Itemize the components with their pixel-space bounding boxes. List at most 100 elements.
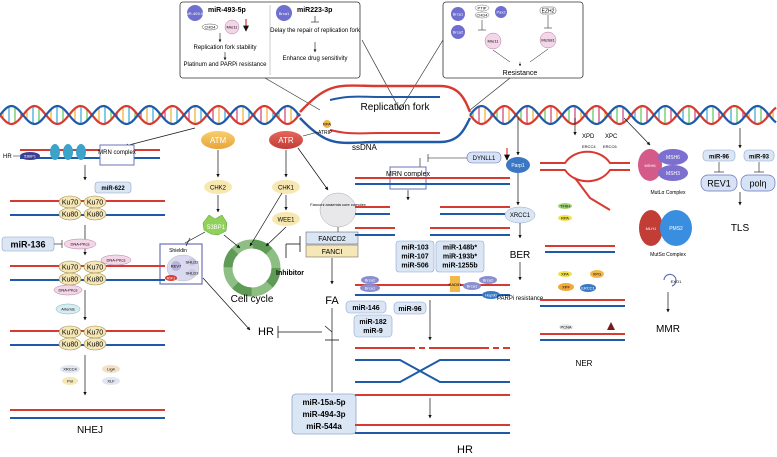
hr-middle-label: HR [258,326,274,338]
atrip-label: ATRIP [318,130,333,136]
ku-label: Ku70 [62,330,78,337]
tls-title: TLS [731,223,750,234]
ner-title: NER [576,359,593,368]
muts-complex-label: MutSα Complex [650,252,686,258]
lesion-marker-icon [607,322,615,330]
parpi-resistance-label: PARPi resistance [497,296,544,302]
dna-strand-red [0,104,301,126]
tls-column: miR-96 miR-93 REV1 polη TLS [700,128,776,234]
ku-ring [58,337,82,351]
xpd-label: XPD [582,134,595,140]
delay-repair-text: Delay the repair of replication fork [270,28,361,34]
ku-label: Ku80 [62,212,78,219]
tls-mir-93-label: miR-93 [749,155,770,161]
replication-fork-dna [0,84,777,145]
dynll1-label: DYNLL1 [473,156,496,162]
ku-label: Ku70 [87,330,103,337]
ku-label: Ku70 [62,200,78,207]
xpf-label: XPF [562,285,570,290]
msh6-label: MSH6 [666,155,680,161]
rpa-label: RPA [323,122,331,127]
fanconi-core-complex [319,192,357,228]
mir-1255b: miR-1255b [442,263,477,270]
53bp1-label: 53BP1 [207,225,226,231]
mus81-label: MUS81 [541,38,555,43]
chd4-label: CHD4 [205,25,217,30]
ner-bubble-bottom [540,169,630,183]
mir-107: miR-107 [401,254,428,261]
xrcc1-label: XRCC1 [510,213,531,219]
chk1-label: CHK1 [278,186,295,192]
dnapkcs-label-2: DNA-PKcs [106,258,125,263]
top-left-box: miR-493-5p miR-493-5p CHD4 Mre11 Replica… [179,1,361,79]
mre11-label: Mre11 [226,25,238,30]
mir-103: miR-103 [401,245,428,252]
ku-ring [58,207,82,221]
hr-mrn-label: MRN complex [386,171,430,178]
chd4-oval [201,23,219,31]
nhej-mrn-label: MRN complex [98,150,136,156]
nhej-title: NHEJ [77,425,103,436]
chk2-node [204,180,232,194]
mir-622-box [94,181,132,194]
brca1-hr-label: Brca1 [365,286,376,291]
ku-label: Ku80 [62,342,78,349]
ku-label: Ku70 [87,265,103,272]
ber-title: BER [510,250,531,261]
ptip-label: PTIP [478,6,487,11]
rev7-label: REV7 [171,264,182,269]
53bp1-small-label: 53BP1 [24,154,37,159]
inhibitor-label: Inhibitor [276,270,304,277]
parp1-label: Parp1 [511,163,525,169]
ercc1-label: ERCC1 [581,286,595,291]
pcna-label: PCNA [560,325,571,330]
xpg-label: XPG [593,272,601,277]
ner-column: XPD XPC ERCC4 ERCC6 TFIIH RPA XPA XPG XP… [540,118,630,368]
artemis-label: Artemis [61,307,75,312]
lig4-label: Lig4 [107,367,115,372]
pol-eta-box [740,174,776,192]
ner-bubble-top [540,150,630,164]
tfiih-label: TFIIH [560,204,570,209]
mir-96-hr-label: miR-96 [398,306,421,313]
mir-193b: miR-193b* [443,254,478,261]
mir493-title: miR-493-5p [208,7,246,14]
ezh2-label: EZH2 [542,9,555,15]
mir-9: miR-9 [363,328,383,335]
drug-sensitivity-text: Enhance drug sensitivity [282,56,347,62]
dnapkcs-label-1: DNA-PKcs [70,242,89,247]
xpa-label: XPA [561,272,569,277]
fancd2-label: FANCD2 [318,236,346,243]
resistance-text: Resistance [503,70,538,77]
ercc6-label: ERCC6 [603,144,617,149]
mir223-title: miR223-3p [297,7,332,14]
nhej-hr-label: HR [3,154,12,160]
53bp1-node [202,214,228,236]
mir493-circle-label: miR-493-5p [185,11,207,16]
mir-136-label: miR-136 [10,240,45,250]
mir-15a-group-box [291,393,357,435]
mutl-complex-label: MutLα Complex [650,190,686,196]
ku-label: Ku70 [87,200,103,207]
brca2-hr-label: Brca2 [365,278,376,283]
atm-label: ATM [210,136,227,145]
fork-lower-strand [299,117,472,145]
pol-eta-label: polη [749,179,766,189]
hr-panel: DYNLL1 MRN complex miR-103 miR-107 miR-5… [345,148,510,456]
cell-cycle-label: Cell cycle [231,294,274,305]
brca2-hr-label-b: Brca2 [483,278,494,283]
dnapkcs-label-3: DNA-PKcs [58,288,77,293]
fork-stability-text: Replication fork stability [193,45,256,51]
hr-panel-title: HR [457,444,473,456]
ku-ring [83,272,107,286]
rev1-box [700,174,738,192]
wee1-label: WEE1 [277,218,295,224]
dna-strand-blue [469,104,777,126]
fancd2-box [305,231,359,245]
ber-column: Parp1 XRCC1 BER PARPi resistance [497,118,544,302]
msh6-left-label: MSH6 [644,163,656,168]
ssdna-label: ssDNA [352,143,378,152]
mir-506: miR-506 [401,263,428,270]
